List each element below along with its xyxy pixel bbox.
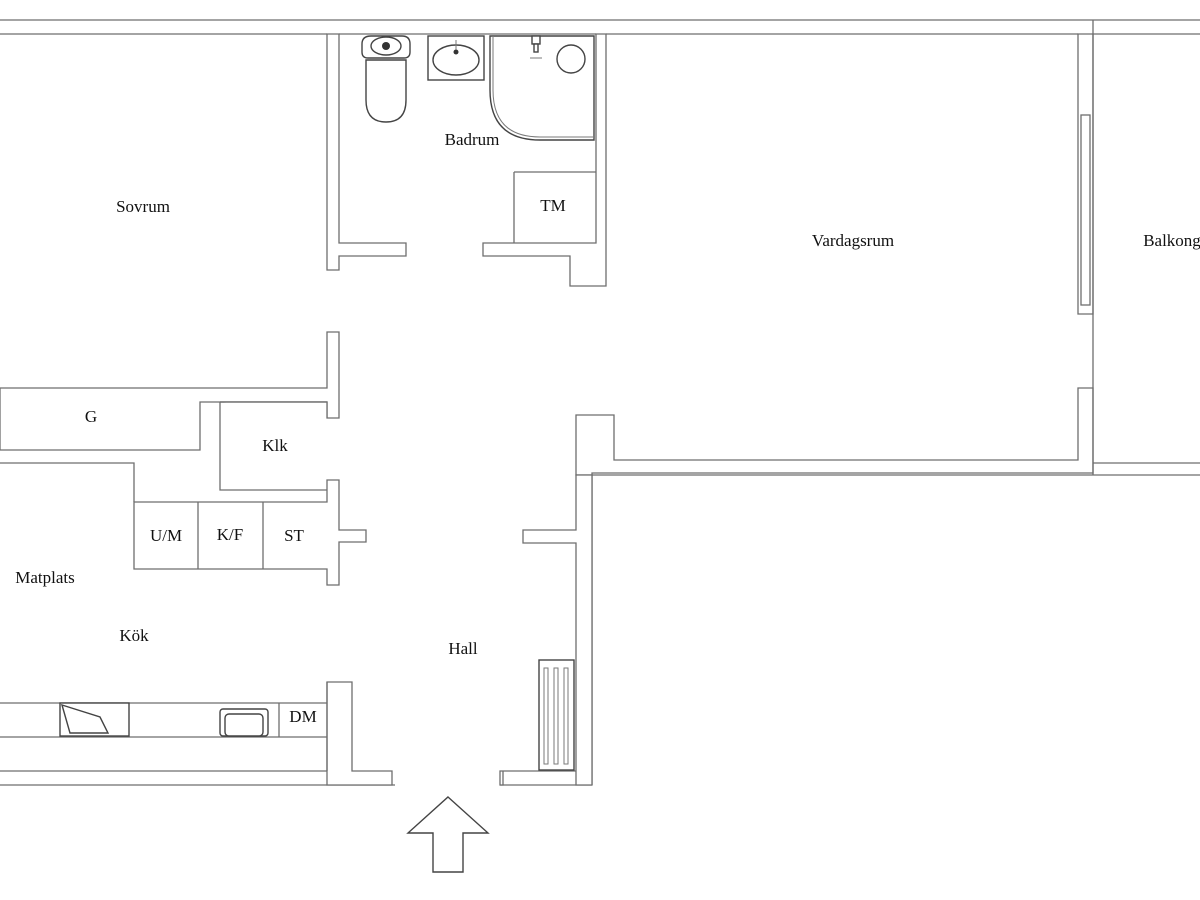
interior-walls <box>0 20 1200 786</box>
room-label-st: ST <box>284 526 304 545</box>
room-label-sovrum: Sovrum <box>116 197 170 216</box>
radiator-icon <box>538 659 575 771</box>
room-label-vardagsrum: Vardagsrum <box>812 231 894 250</box>
outer-walls <box>0 19 1200 786</box>
room-label-klk: Klk <box>262 436 288 455</box>
room-label-kok: Kök <box>119 626 149 645</box>
entrance-arrow-icon[interactable] <box>406 796 490 873</box>
room-label-kf: K/F <box>217 525 243 544</box>
room-label-matplats: Matplats <box>15 568 75 587</box>
room-label-hall: Hall <box>448 639 478 658</box>
toilet-icon <box>361 35 411 123</box>
room-label-um: U/M <box>150 526 182 545</box>
stove-icon <box>59 702 130 737</box>
room-label-balkong: Balkong <box>1143 231 1200 250</box>
sink-icon <box>427 35 485 81</box>
kitchen-sink-icon <box>219 708 269 737</box>
room-label-badrum: Badrum <box>445 130 500 149</box>
room-label-g: G <box>85 407 97 426</box>
room-label-dm: DM <box>289 707 316 726</box>
room-label-tm: TM <box>540 196 566 215</box>
shower-icon <box>489 35 595 141</box>
